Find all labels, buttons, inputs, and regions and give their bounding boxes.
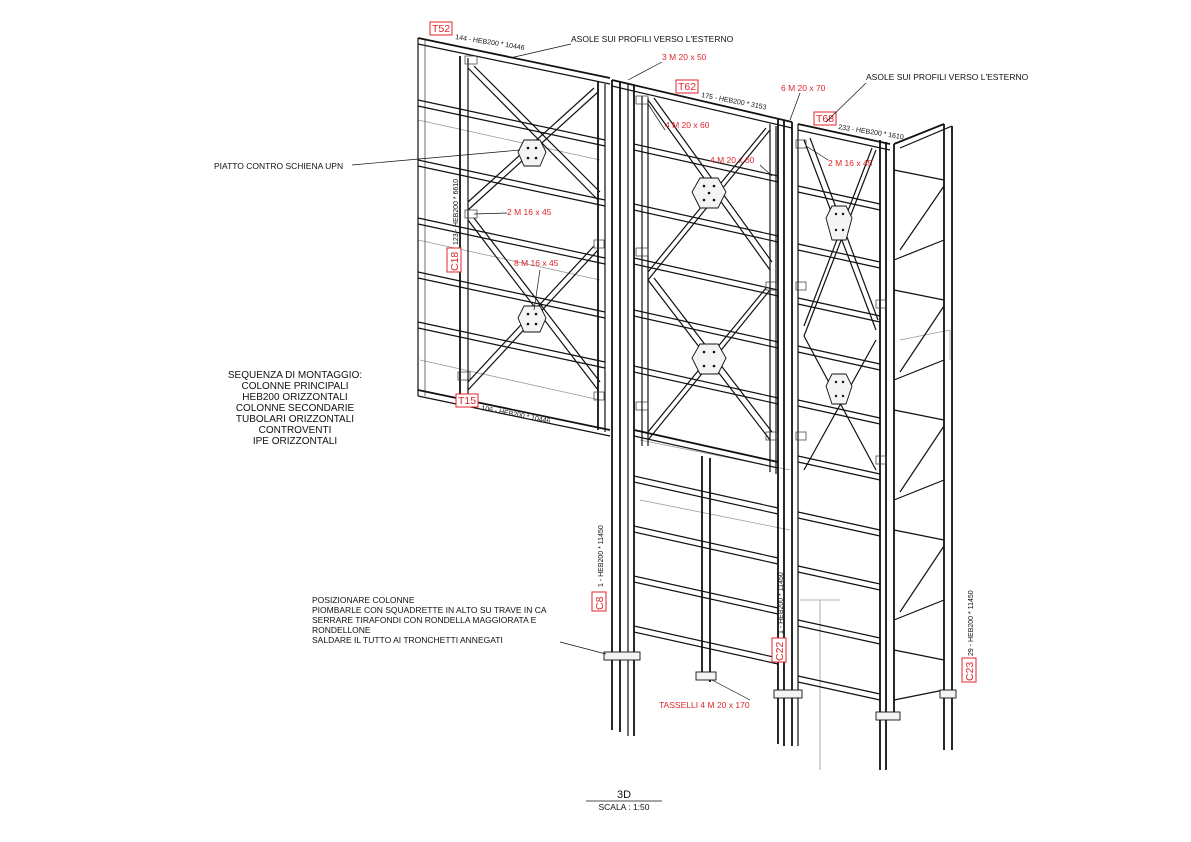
bolt-label: 2 M 16 x 45 <box>828 158 873 168</box>
tag-c23-label: C23 <box>964 662 976 681</box>
connections <box>457 55 887 465</box>
tag-t62: T62 175 - HEB200 * 3153 <box>675 79 767 112</box>
mounting-sequence: SEQUENZA DI MONTAGGIO: COLONNE PRINCIPAL… <box>228 370 362 447</box>
instruction-line: RONDELLONE <box>312 625 371 635</box>
sequence-line: HEB200 ORIZZONTALI <box>242 392 347 403</box>
bracing-right <box>803 137 879 471</box>
callout-4m20x60-a: 4 M 20 x 60 <box>647 103 710 131</box>
tasselli-label: TASSELLI 4 M 20 x 170 <box>659 700 750 710</box>
instruction-line: SALDARE IL TUTTO AI TRONCHETTI ANNEGATI <box>312 635 503 645</box>
horizontals-right <box>797 185 881 701</box>
tag-t52: T52 144 - HEB200 * 10446 <box>429 21 525 52</box>
sequence-line: COLONNE SECONDARIE <box>236 403 355 414</box>
instruction-line: SERRARE TIRAFONDI CON RONDELLA MAGGIORAT… <box>312 615 537 625</box>
callout-6m20x70: 6 M 20 x 70 <box>781 83 826 121</box>
callout-asole-2: ASOLE SUI PROFILI VERSO L'ESTERNO <box>825 72 1029 123</box>
tag-t68-profile: 233 - HEB200 * 1610 <box>838 124 905 141</box>
tag-t68-label: T68 <box>816 113 834 125</box>
horizontals-middle <box>633 143 779 405</box>
drawing-title-block: 3D SCALA : 1:50 <box>586 789 662 812</box>
bolt-label: 6 M 20 x 70 <box>781 83 826 93</box>
callout-tasselli: TASSELLI 4 M 20 x 170 <box>659 679 751 710</box>
tag-t15: T15 106 - HEB200 * 10446 <box>455 393 551 425</box>
tag-c18-profile: 123 - HEB200 * 6610 <box>453 179 460 245</box>
callout-asole-2-text: ASOLE SUI PROFILI VERSO L'ESTERNO <box>866 72 1029 82</box>
tag-c22-profile: 1 - HEB200 * 11450 <box>778 572 785 634</box>
tag-t52-profile: 144 - HEB200 * 10446 <box>455 34 525 52</box>
bolt-label: 3 M 20 x 50 <box>662 52 707 62</box>
callout-3m20x50: 3 M 20 x 50 <box>627 52 707 81</box>
tag-t52-label: T52 <box>432 23 450 35</box>
sequence-line: COLONNE PRINCIPALI <box>241 381 348 392</box>
tag-t62-label: T62 <box>678 81 696 93</box>
bolt-label: 2 M 16 x 45 <box>507 207 552 217</box>
tag-t15-label: T15 <box>458 395 476 407</box>
sequence-line: TUBOLARI ORIZZONTALI <box>236 414 354 425</box>
steel-frame <box>417 37 957 770</box>
sequence-line: CONTROVENTI <box>259 425 332 436</box>
bracing-far <box>893 169 945 701</box>
tag-c18: C18 123 - HEB200 * 6610 <box>446 179 462 273</box>
tag-c22: C22 1 - HEB200 * 11450 <box>771 572 787 663</box>
tag-c8-label: C8 <box>594 596 606 610</box>
bay-left <box>417 37 611 437</box>
sequence-line: IPE ORIZZONTALI <box>253 436 337 447</box>
callout-asole-1: ASOLE SUI PROFILI VERSO L'ESTERNO <box>509 34 734 59</box>
instructions: POSIZIONARE COLONNE PIOMBARLE CON SQUADR… <box>312 595 607 655</box>
drawing-title: 3D <box>617 789 631 801</box>
drawing-scale: SCALA : 1:50 <box>598 802 649 812</box>
tag-c18-label: C18 <box>449 252 461 271</box>
bolt-label: 4 M 20 x 60 <box>710 155 755 165</box>
tag-c8: C8 1 - HEB200 * 11450 <box>591 525 607 612</box>
callout-2m16x45-b: 2 M 16 x 45 <box>805 145 873 168</box>
horizontals-left <box>417 99 606 369</box>
gusset-plates-left <box>517 139 547 333</box>
callout-piatto-text: PIATTO CONTRO SCHIENA UPN <box>214 161 343 171</box>
callout-piatto: PIATTO CONTRO SCHIENA UPN <box>214 149 521 171</box>
bolt-label: 8 M 16 x 45 <box>514 258 559 268</box>
tag-c8-profile: 1 - HEB200 * 11450 <box>598 525 605 587</box>
gusset-plates-middle <box>691 177 727 375</box>
tag-c22-label: C22 <box>774 642 786 661</box>
tag-c23: C23 29 - HEB200 * 11450 <box>961 590 977 683</box>
base-plates <box>603 651 957 721</box>
bay-middle <box>611 79 799 746</box>
instruction-line: PIOMBARLE CON SQUADRETTE IN ALTO SU TRAV… <box>312 605 547 615</box>
bolt-label: 4 M 20 x 60 <box>665 120 710 130</box>
tag-c23-profile: 29 - HEB200 * 11450 <box>968 590 975 656</box>
sequence-line: SEQUENZA DI MONTAGGIO: <box>228 370 362 381</box>
instruction-line: POSIZIONARE COLONNE <box>312 595 415 605</box>
callout-2m16x45-a: 2 M 16 x 45 <box>473 207 552 217</box>
lower-middle <box>633 456 779 682</box>
callout-asole-1-text: ASOLE SUI PROFILI VERSO L'ESTERNO <box>571 34 734 44</box>
bay-right <box>797 123 953 770</box>
callout-8m16x45: 8 M 16 x 45 <box>514 258 559 311</box>
gusset-plates-right <box>825 205 853 405</box>
callout-4m20x60-b: 4 M 20 x 60 <box>710 155 773 177</box>
